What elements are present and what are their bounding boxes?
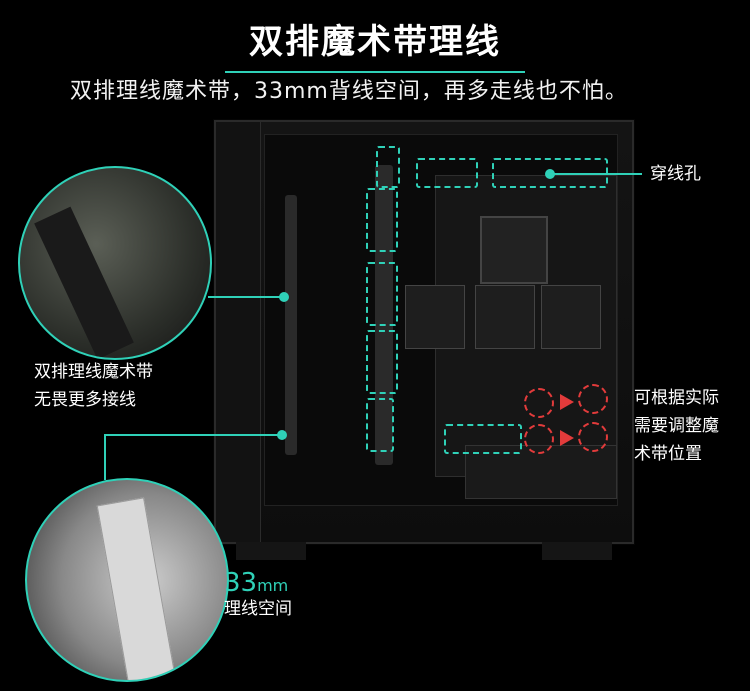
fan-bracket	[541, 285, 601, 349]
callout-line	[104, 434, 280, 436]
strap-position-marker	[578, 422, 608, 452]
strap-highlight	[366, 188, 398, 252]
pc-case-image	[214, 120, 634, 560]
strap-highlight	[366, 398, 394, 452]
callout-line	[104, 434, 106, 480]
callout-line	[208, 296, 282, 298]
strap-highlight	[444, 424, 522, 454]
arrow-right-icon	[560, 430, 574, 446]
page-title: 双排魔术带理线	[225, 14, 525, 73]
callout-dot	[279, 292, 289, 302]
strap-closeup-image	[18, 166, 212, 360]
adjust-label-line3: 术带位置	[634, 444, 702, 464]
double-strap-label-line1: 双排理线魔术带	[34, 362, 153, 382]
cable-space-unit: mm	[257, 576, 289, 595]
strap-position-marker	[578, 384, 608, 414]
fan-bracket	[475, 285, 535, 349]
velcro-strap	[34, 206, 134, 358]
cable-space-label: 理线空间	[224, 599, 292, 619]
page-subtitle: 双排理线魔术带，33mm背线空间，再多走线也不怕。	[70, 79, 628, 104]
cable-space-callout: 33mm 理线空间	[224, 568, 292, 619]
cable-bundle	[375, 165, 393, 465]
strap-highlight	[366, 330, 398, 394]
callout-line	[552, 173, 642, 175]
strap-position-marker	[524, 388, 554, 418]
cable-holes-label: 穿线孔	[650, 164, 701, 184]
callout-dot	[545, 169, 555, 179]
cable-hole-highlight	[416, 158, 478, 188]
ruler	[96, 497, 178, 680]
callout-dot	[277, 430, 287, 440]
arrow-right-icon	[560, 394, 574, 410]
strap-position-marker	[524, 424, 554, 454]
strap-highlight	[376, 146, 400, 188]
cable-bundle	[285, 195, 297, 455]
strap-highlight	[366, 262, 398, 326]
fan-bracket	[405, 285, 465, 349]
adjust-label-line1: 可根据实际	[634, 388, 719, 408]
title-wrap: 双排魔术带理线	[0, 14, 750, 73]
case-front-panel	[216, 122, 261, 542]
case-foot	[542, 542, 612, 560]
cpu-socket	[480, 216, 548, 284]
adjust-label-line2: 需要调整魔	[634, 416, 719, 436]
case-interior	[264, 134, 618, 506]
cable-space-number: 33	[224, 568, 258, 598]
case-foot	[236, 542, 306, 560]
ruler-closeup-image	[25, 478, 229, 682]
double-strap-label-line2: 无畏更多接线	[34, 390, 136, 410]
